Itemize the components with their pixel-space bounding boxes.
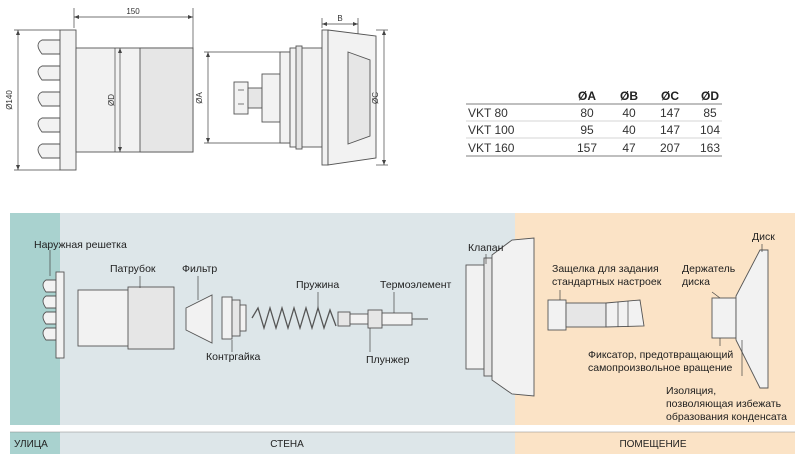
table-row-3-D: 163 — [700, 141, 720, 155]
valve-dimension-drawing: ØA B ØC — [195, 14, 388, 166]
label-thermo-element: Термоэлемент — [380, 279, 452, 291]
table-row-2-B: 40 — [622, 123, 636, 137]
dim-D-label: ØD — [107, 94, 116, 106]
table-row-3-A: 157 — [577, 141, 597, 155]
latch — [547, 299, 567, 331]
outer-grille — [55, 271, 65, 359]
table-header-C: ØC — [661, 89, 679, 103]
label-insulation-line-1: Изоляция, — [666, 385, 716, 397]
spigot — [77, 289, 131, 347]
label-fixator-line-1: Фиксатор, предотвращающий — [588, 349, 733, 361]
table-row-1-B: 40 — [622, 106, 636, 120]
exploded-view: УЛИЦА СТЕНА ПОМЕЩЕНИЕ — [10, 213, 795, 454]
filter — [185, 294, 213, 344]
table-header-B: ØB — [620, 89, 638, 103]
table-row-2-model: VKT 100 — [468, 123, 515, 137]
table-header-D: ØD — [701, 89, 719, 103]
table-row-3-C: 207 — [660, 141, 680, 155]
label-fixator-line-2: самопроизвольное вращение — [588, 362, 733, 374]
dim-B-label: B — [337, 14, 342, 23]
table-row-3-model: VKT 160 — [468, 141, 515, 155]
table-row-2-A: 95 — [580, 123, 594, 137]
label-valve: Клапан — [468, 242, 504, 254]
label-insulation-line-3: образования конденсата — [666, 411, 787, 423]
valve — [465, 264, 485, 370]
table-row-1-A: 80 — [580, 106, 594, 120]
disc — [735, 249, 769, 389]
table-row-1-D: 85 — [703, 106, 717, 120]
locknut — [221, 296, 233, 340]
side-view-drawing: 150 Ø140 ØD — [5, 7, 194, 171]
label-holder-line-1: Держатель — [682, 263, 736, 275]
dim-140-label: Ø140 — [5, 90, 14, 110]
dim-A-label: ØA — [195, 92, 204, 104]
spring — [251, 305, 337, 331]
zone-street-label: УЛИЦА — [14, 439, 48, 450]
label-spigot: Патрубок — [110, 263, 156, 275]
table-row-2-C: 147 — [660, 123, 680, 137]
label-insulation-line-2: позволяющая избежать — [666, 398, 782, 410]
zone-wall-label: СТЕНА — [270, 439, 304, 450]
label-disc: Диск — [752, 231, 775, 243]
label-filter: Фильтр — [182, 263, 217, 275]
label-holder-line-2: диска — [682, 276, 710, 288]
plunger — [381, 312, 413, 326]
label-locknut: Контргайка — [206, 351, 261, 363]
zone-room-label: ПОМЕЩЕНИЕ — [619, 439, 686, 450]
disc-holder — [711, 297, 737, 339]
table-row-3-B: 47 — [622, 141, 636, 155]
table-row-2-D: 104 — [700, 123, 720, 137]
table-row-1-model: VKT 80 — [468, 106, 508, 120]
dim-150-label: 150 — [126, 7, 140, 16]
label-spring: Пружина — [296, 279, 339, 291]
label-latch-line-1: Защелка для задания — [552, 263, 659, 275]
label-outer-grille: Наружная решетка — [34, 239, 127, 251]
dimensions-table: ØA ØB ØC ØD VKT 80 80 40 147 85 VKT 100 … — [466, 89, 722, 157]
label-latch-line-2: стандартных настроек — [552, 276, 662, 288]
thermo-element — [337, 311, 351, 327]
dim-C-label: ØC — [371, 92, 380, 104]
table-row-1-C: 147 — [660, 106, 680, 120]
table-header-A: ØA — [578, 89, 596, 103]
label-plunger: Плунжер — [366, 354, 410, 366]
